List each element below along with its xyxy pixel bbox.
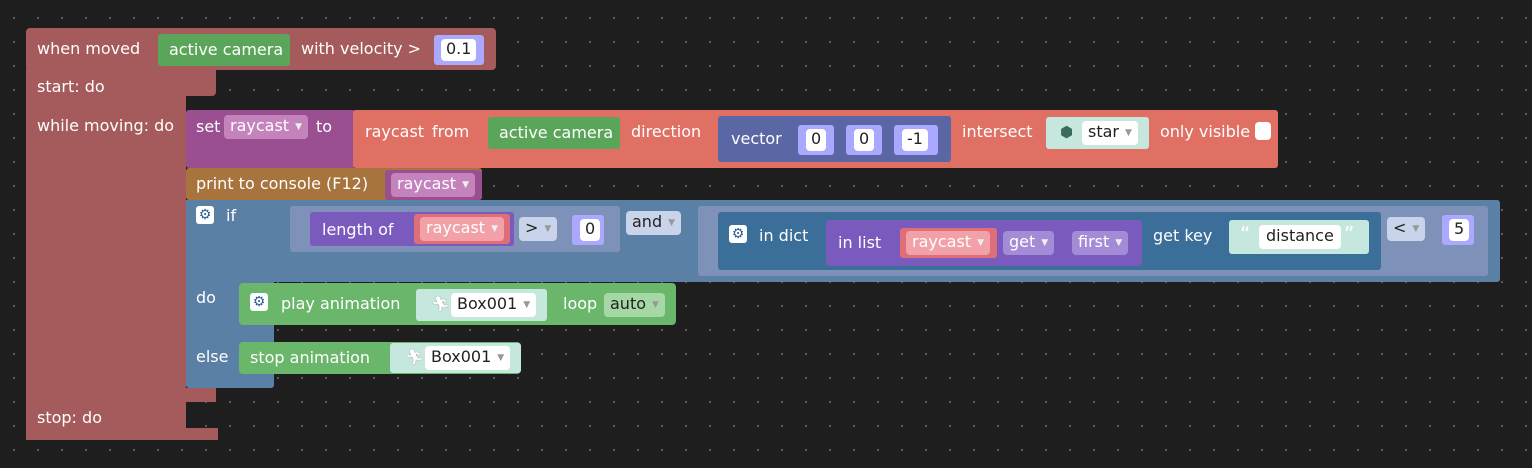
lt-number-field[interactable]: 5 [1449,219,1470,241]
chevron-down-icon: ▼ [1412,224,1420,234]
gear-icon[interactable]: ⚙ [250,293,268,311]
length-variable-dropdown[interactable]: raycast ▼ [420,217,504,241]
chevron-down-icon: ▼ [652,300,659,310]
first-operator-dropdown[interactable]: first ▼ [1072,231,1129,255]
loop-label: loop [563,294,598,313]
if-label: if [226,206,237,225]
direction-label: direction [631,122,702,141]
when-moved-label: when moved [37,39,141,58]
gear-icon[interactable]: ⚙ [729,225,747,243]
running-person-icon: 🏃︎ [405,348,425,366]
start-row [186,68,216,96]
chevron-down-icon: ▼ [1115,238,1123,248]
stop-animation-label: stop animation [250,348,371,367]
lt-operator: < [1393,218,1407,237]
chevron-down-icon: ▼ [491,224,498,234]
gear-icon[interactable]: ⚙ [196,206,214,224]
while-label: while moving: do [37,116,175,135]
vector-label: vector [731,129,782,148]
play-object-name: Box001 [457,294,518,313]
stop-label: stop: do [37,408,102,427]
key-text-field[interactable]: distance [1259,225,1341,249]
play-animation-label: play animation [281,294,401,313]
intersect-object-name: star [1088,122,1119,141]
cube-icon: ⬢ [1060,123,1074,141]
vector-z-field[interactable]: -1 [902,129,928,151]
camera-label: active camera [169,40,284,59]
open-quote: “ [1240,222,1251,246]
stop-object-name: Box001 [431,347,492,366]
only-visible-checkbox[interactable] [1255,122,1271,140]
length-variable-name: raycast [426,218,486,237]
print-variable-name: raycast [397,174,457,193]
print-variable-dropdown[interactable]: raycast ▼ [391,173,475,197]
gt-operator: > [525,218,539,237]
first-operator: first [1078,232,1110,251]
loop-value: auto [610,294,647,313]
camera-block[interactable] [158,34,290,66]
get-operator-dropdown[interactable]: get ▼ [1003,231,1055,255]
list-variable-dropdown[interactable]: raycast ▼ [906,231,990,255]
play-object-dropdown[interactable]: Box001 ▼ [451,293,537,317]
gt-number-field[interactable]: 0 [580,219,601,241]
running-person-icon: 🏃︎ [431,295,451,313]
intersect-label: intersect [962,122,1033,141]
list-variable-name: raycast [912,232,972,251]
and-operator: and [632,212,663,231]
from-camera-block[interactable] [488,117,620,149]
chevron-down-icon: ▼ [523,300,531,310]
chevron-down-icon: ▼ [497,353,505,363]
velocity-field[interactable]: 0.1 [441,39,477,61]
chevron-down-icon: ▼ [295,122,302,132]
start-label: start: do [37,77,105,96]
chevron-down-icon: ▼ [1125,128,1132,138]
loop-dropdown[interactable]: auto ▼ [604,293,665,317]
vector-x-field[interactable]: 0 [806,129,827,151]
chevron-down-icon: ▼ [462,180,469,190]
lt-operator-dropdown[interactable]: <▼ [1387,217,1426,241]
from-camera-label: active camera [499,123,614,142]
in-dict-label: in dict [759,226,809,245]
velocity-label: with velocity > [301,39,422,58]
only-visible-label: only visible [1160,122,1251,141]
chevron-down-icon: ▼ [668,218,676,228]
to-label: to [316,117,333,136]
chevron-down-icon: ▼ [544,224,552,234]
print-label: print to console (F12) [196,174,369,193]
from-label: from [432,122,470,141]
chevron-down-icon: ▼ [1041,238,1049,248]
raycast-label: raycast [365,122,425,141]
close-quote: ” [1344,222,1355,246]
set-label: set [196,117,221,136]
set-variable-name: raycast [230,116,290,135]
length-label: length of [322,220,394,239]
vector-y-field[interactable]: 0 [854,129,875,151]
else-label: else [196,347,229,366]
and-operator-dropdown[interactable]: and ▼ [626,211,682,235]
event-spine [26,68,186,440]
intersect-object-dropdown[interactable]: star ▼ [1082,121,1138,145]
chevron-down-icon: ▼ [977,238,984,248]
stop-row [186,388,216,402]
get-key-label: get key [1153,226,1213,245]
stop-object-dropdown[interactable]: Box001 ▼ [425,346,511,370]
in-list-label: in list [838,233,882,252]
gt-operator-dropdown[interactable]: >▼ [519,217,558,241]
get-operator: get [1009,232,1036,251]
do-label: do [196,288,216,307]
set-variable-dropdown[interactable]: raycast ▼ [224,115,308,139]
stop-foot [186,428,218,440]
